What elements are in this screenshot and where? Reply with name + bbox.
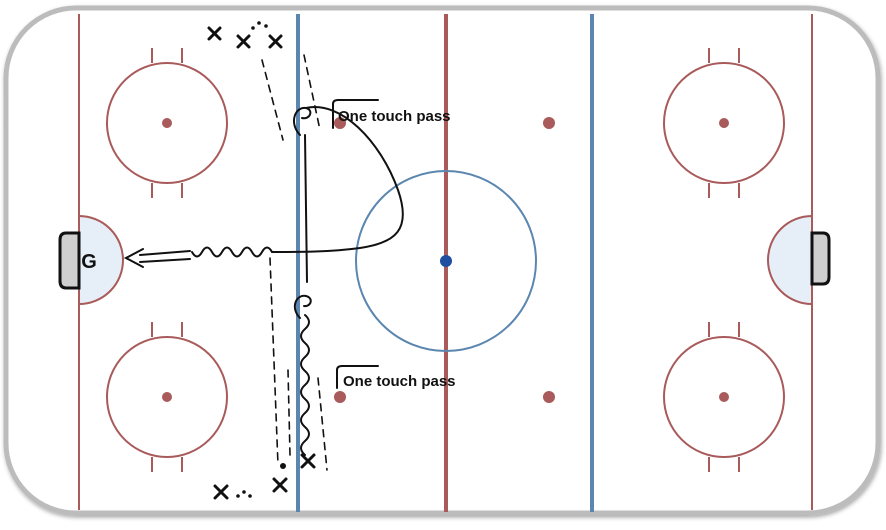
faceoff-circle-left-bottom bbox=[106, 322, 228, 472]
annotation-bottom-pass: One touch pass bbox=[343, 373, 456, 390]
center-ice-dot bbox=[440, 255, 452, 267]
neutral-dot-bottom-left bbox=[334, 391, 346, 403]
wavy-skate-bottom bbox=[300, 314, 310, 456]
player-x-bottom-3 bbox=[213, 484, 229, 500]
skate-lane-top-right bbox=[303, 54, 321, 131]
player-x-top-3 bbox=[268, 34, 283, 49]
skate-line-vertical bbox=[304, 134, 308, 283]
goalie-label: G bbox=[81, 251, 97, 273]
faceoff-circle-left-top bbox=[106, 48, 228, 198]
skate-lane-bottom-2 bbox=[287, 369, 291, 456]
skate-lane-bottom-3 bbox=[317, 377, 328, 471]
skate-lane-bottom-1 bbox=[269, 257, 279, 466]
annotation-top-pass: One touch pass bbox=[338, 108, 451, 125]
left-goal-crease bbox=[78, 214, 124, 306]
center-ice-circle bbox=[355, 170, 537, 352]
wavy-skate-to-goal bbox=[191, 246, 273, 258]
player-x-top-1 bbox=[207, 26, 222, 41]
shot-arrow-to-goal bbox=[123, 248, 191, 268]
neutral-dot-top-right bbox=[543, 117, 555, 129]
drill-markings bbox=[123, 21, 404, 500]
faceoff-circle-right-bottom bbox=[663, 322, 785, 472]
puck-dots-top bbox=[251, 21, 268, 30]
annotation-bracket-top bbox=[332, 99, 379, 129]
annotation-bracket-bottom bbox=[336, 365, 379, 389]
neutral-dot-bottom-right bbox=[543, 391, 555, 403]
player-x-top-2 bbox=[236, 34, 251, 49]
skate-lane-top-left bbox=[261, 59, 284, 141]
right-goal-crease bbox=[767, 214, 813, 306]
puck-dots-bottom bbox=[236, 463, 286, 498]
right-goal-net bbox=[810, 231, 831, 286]
left-goal-net bbox=[58, 231, 81, 290]
pivot-curl-bottom bbox=[293, 294, 312, 319]
pass-route-curve bbox=[271, 105, 404, 253]
neutral-dot-top-left bbox=[334, 117, 346, 129]
player-x-bottom-1 bbox=[300, 453, 316, 469]
faceoff-circle-right-top bbox=[663, 48, 785, 198]
player-x-bottom-2 bbox=[272, 477, 288, 493]
